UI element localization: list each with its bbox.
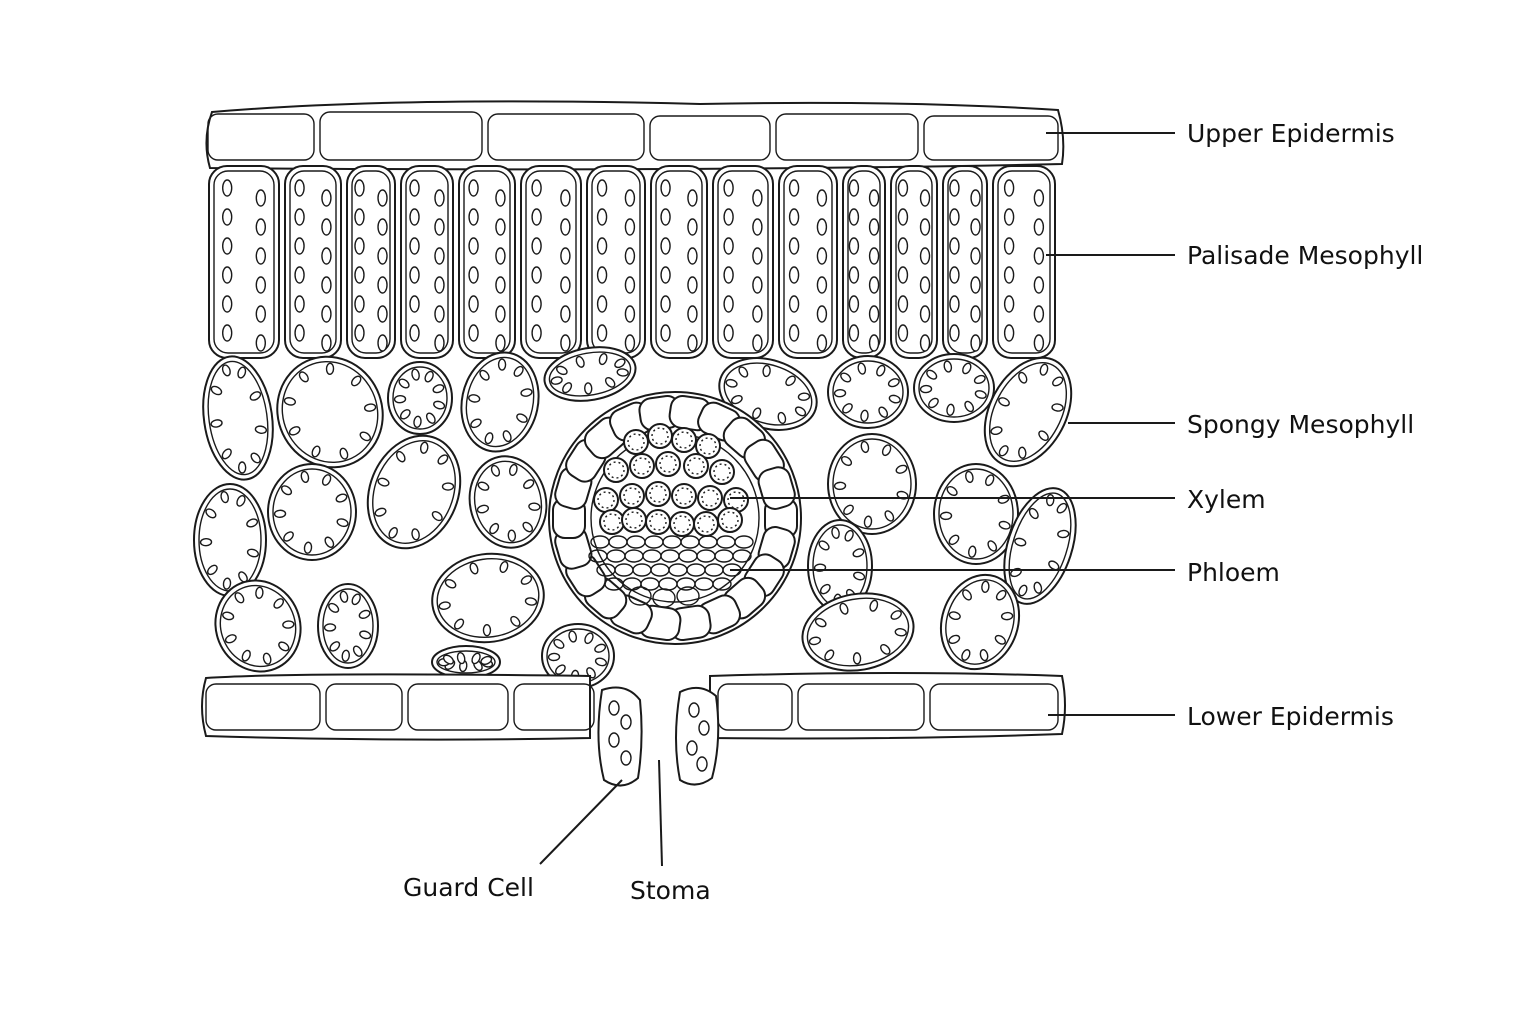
guard-cells	[597, 686, 720, 787]
label-xylem: Xylem	[1187, 485, 1266, 514]
spongy-cell	[193, 483, 267, 597]
phloem-cells	[588, 535, 754, 608]
spongy-cell	[431, 552, 545, 644]
spongy-cell	[202, 355, 274, 481]
palisade-cell	[890, 165, 938, 359]
spongy-cell	[543, 346, 637, 402]
spongy-cell	[983, 356, 1073, 468]
leader-lines	[539, 132, 1175, 867]
label-upper-epidermis: Upper Epidermis	[1187, 119, 1395, 148]
spongy-cell	[276, 355, 384, 469]
palisade-cell	[208, 165, 280, 359]
spongy-cell	[1003, 487, 1077, 605]
xylem-vessels	[593, 423, 749, 537]
leader-guard-cell	[539, 779, 623, 865]
spongy-cell	[431, 645, 501, 679]
label-guard-cell: Guard Cell	[403, 873, 534, 902]
leader-stoma	[658, 759, 663, 867]
spongy-cell	[460, 351, 540, 453]
spongy-cell	[387, 361, 453, 435]
palisade-cell	[778, 165, 838, 359]
spongy-cell	[827, 355, 909, 429]
palisade-cell	[992, 165, 1056, 359]
spongy-cell	[366, 434, 462, 550]
spongy-mesophyll	[193, 346, 1077, 689]
label-palisade-mesophyll: Palisade Mesophyll	[1187, 241, 1423, 270]
lower-epidermis	[201, 672, 1066, 741]
palisade-cell	[586, 165, 646, 359]
spongy-cell	[317, 583, 379, 669]
palisade-cell	[458, 165, 516, 359]
upper-epidermis	[205, 100, 1065, 171]
palisade-cell	[400, 165, 454, 359]
spongy-cell	[214, 579, 302, 673]
palisade-cell	[284, 165, 342, 359]
spongy-cell	[939, 573, 1021, 671]
label-spongy-mesophyll: Spongy Mesophyll	[1187, 410, 1414, 439]
bundle-sheath	[551, 394, 798, 642]
palisade-cell	[650, 165, 708, 359]
palisade-cell	[346, 165, 396, 359]
spongy-cell	[801, 592, 915, 672]
label-stoma: Stoma	[630, 876, 711, 905]
palisade-mesophyll	[208, 165, 1056, 359]
label-lower-epidermis: Lower Epidermis	[1187, 702, 1394, 731]
spongy-cell	[913, 353, 995, 423]
spongy-cell	[468, 455, 548, 549]
spongy-cell	[933, 463, 1019, 565]
vascular-bundle	[548, 391, 802, 645]
spongy-cell	[267, 463, 357, 561]
palisade-cell	[520, 165, 582, 359]
spongy-cell	[827, 433, 917, 535]
palisade-cell	[712, 165, 774, 359]
label-phloem: Phloem	[1187, 558, 1280, 587]
